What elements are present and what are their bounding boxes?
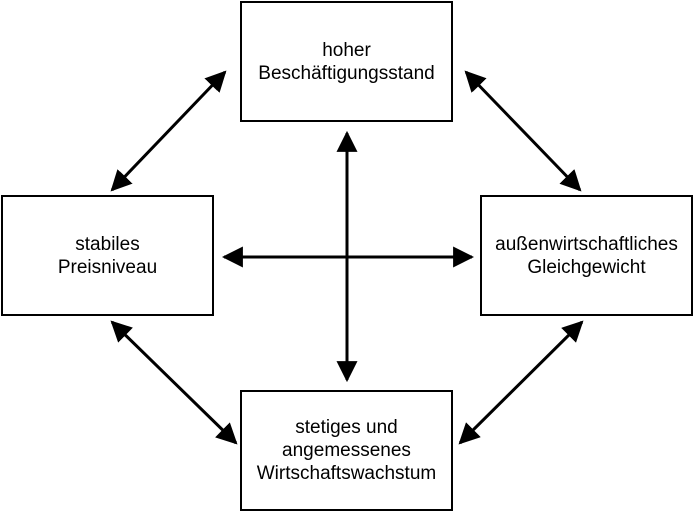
arrow-top-right — [464, 70, 582, 192]
box-price-level: stabiles Preisniveau — [1, 195, 214, 316]
box-economic-growth: stetiges und angemessenes Wirtschaftswac… — [240, 390, 453, 511]
box-external-balance: außenwirtschaftliches Gleichgewicht — [480, 195, 693, 316]
arrow-right-bottom — [458, 320, 584, 445]
box-employment-label: hoher Beschäftigungsstand — [258, 39, 435, 84]
box-external-balance-label: außenwirtschaftliches Gleichgewicht — [495, 233, 678, 278]
arrow-left-bottom — [110, 320, 238, 445]
box-employment: hoher Beschäftigungsstand — [240, 1, 453, 122]
box-economic-growth-label: stetiges und angemessenes Wirtschaftswac… — [256, 417, 437, 484]
box-price-level-label: stabiles Preisniveau — [57, 233, 158, 278]
arrow-top-left — [110, 70, 227, 192]
